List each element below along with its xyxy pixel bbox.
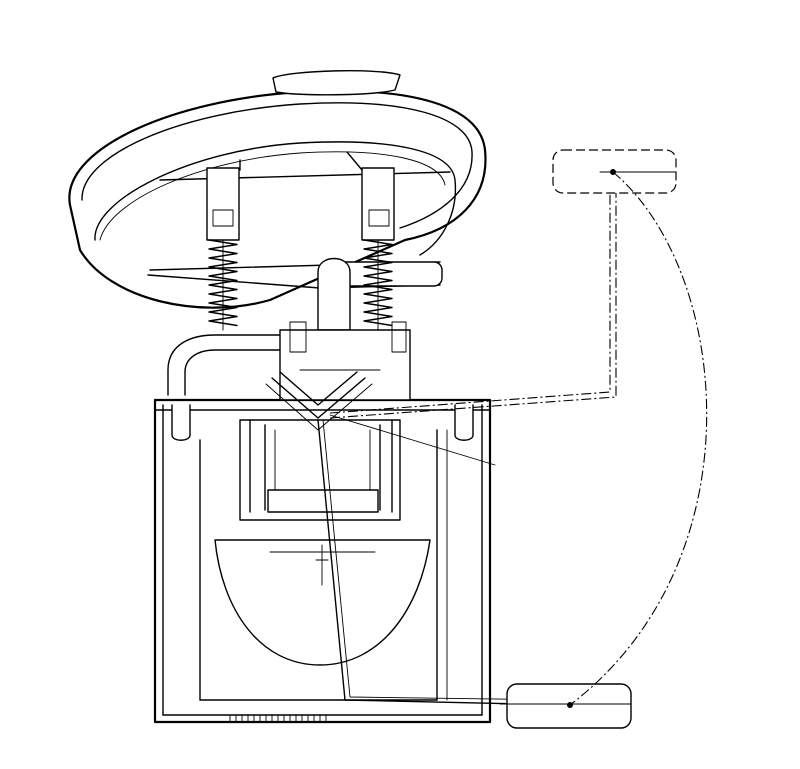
float-lower-position	[499, 683, 632, 729]
float-swing-arc	[569, 171, 708, 706]
reservoir-housing	[153, 398, 492, 724]
guide-rods	[206, 151, 395, 241]
jet-bowl	[214, 539, 431, 666]
float-arm	[317, 172, 617, 706]
flange-cap	[68, 70, 487, 309]
float-upper-position	[552, 149, 677, 194]
compression-springs	[208, 239, 393, 331]
outlet-tube	[167, 257, 351, 396]
